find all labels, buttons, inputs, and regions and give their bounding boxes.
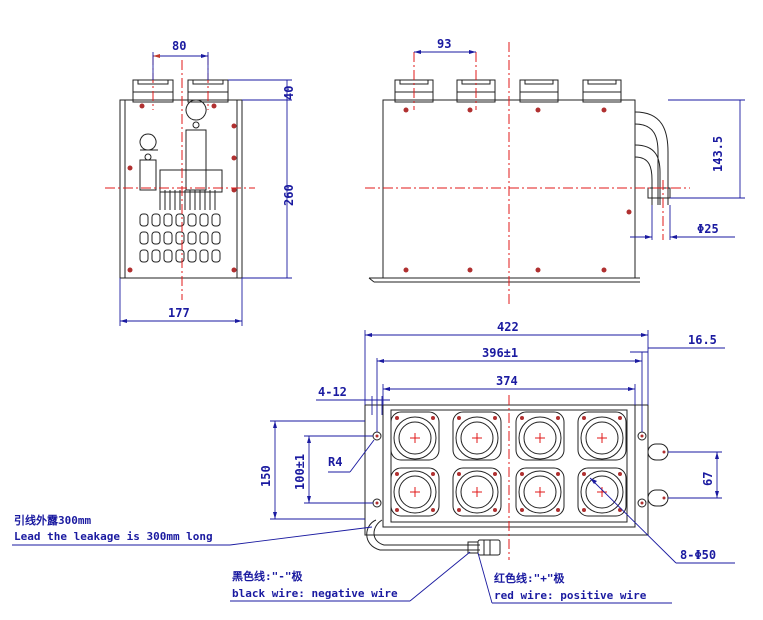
lead-wire <box>366 519 501 556</box>
dim-177: 177 <box>168 306 190 320</box>
side-fins-top <box>159 190 216 210</box>
note-black-cn: 黑色线:"-"极 <box>232 569 303 583</box>
port-row-bottom <box>390 467 627 517</box>
port-row-top <box>390 411 627 461</box>
dim-r4: R4 <box>328 455 342 469</box>
note-black-en: black wire: negative wire <box>232 587 398 600</box>
top-view <box>364 395 669 560</box>
dim-16-5: 16.5 <box>688 333 717 347</box>
dim-422: 422 <box>497 320 519 334</box>
note-lead-cn: 引线外露300mm <box>14 513 91 527</box>
side-view-dimensions: 80 40 260 177 <box>119 39 296 326</box>
dim-374: 374 <box>496 374 518 388</box>
dim-150: 150 <box>259 465 273 487</box>
dim-40: 40 <box>282 86 296 100</box>
note-lead-en: Lead the leakage is 300mm long <box>14 530 213 543</box>
dim-260: 260 <box>282 184 296 206</box>
dim-100: 100±1 <box>293 454 307 490</box>
side-view-body <box>119 99 243 279</box>
notes: 引线外露300mm Lead the leakage is 300mm long… <box>12 513 672 604</box>
dim-396: 396±1 <box>482 346 518 360</box>
top-view-dimensions: 422 396±1 374 16.5 4-12 R4 150 <box>259 320 735 564</box>
side-view <box>105 55 255 300</box>
side-grille <box>139 213 221 263</box>
front-view <box>365 42 690 305</box>
dim-93: 93 <box>437 37 451 51</box>
dim-4-12: 4-12 <box>318 385 347 399</box>
dim-67: 67 <box>701 472 715 486</box>
note-red-en: red wire: positive wire <box>494 589 647 602</box>
dim-8-phi50: 8-Φ50 <box>680 548 716 562</box>
dim-143-5: 143.5 <box>711 136 725 172</box>
dim-80: 80 <box>172 39 186 53</box>
dim-phi25: Φ25 <box>697 222 719 236</box>
note-red-cn: 红色线:"+"极 <box>494 571 565 585</box>
front-view-dimensions: 93 143.5 Φ25 <box>414 37 745 240</box>
